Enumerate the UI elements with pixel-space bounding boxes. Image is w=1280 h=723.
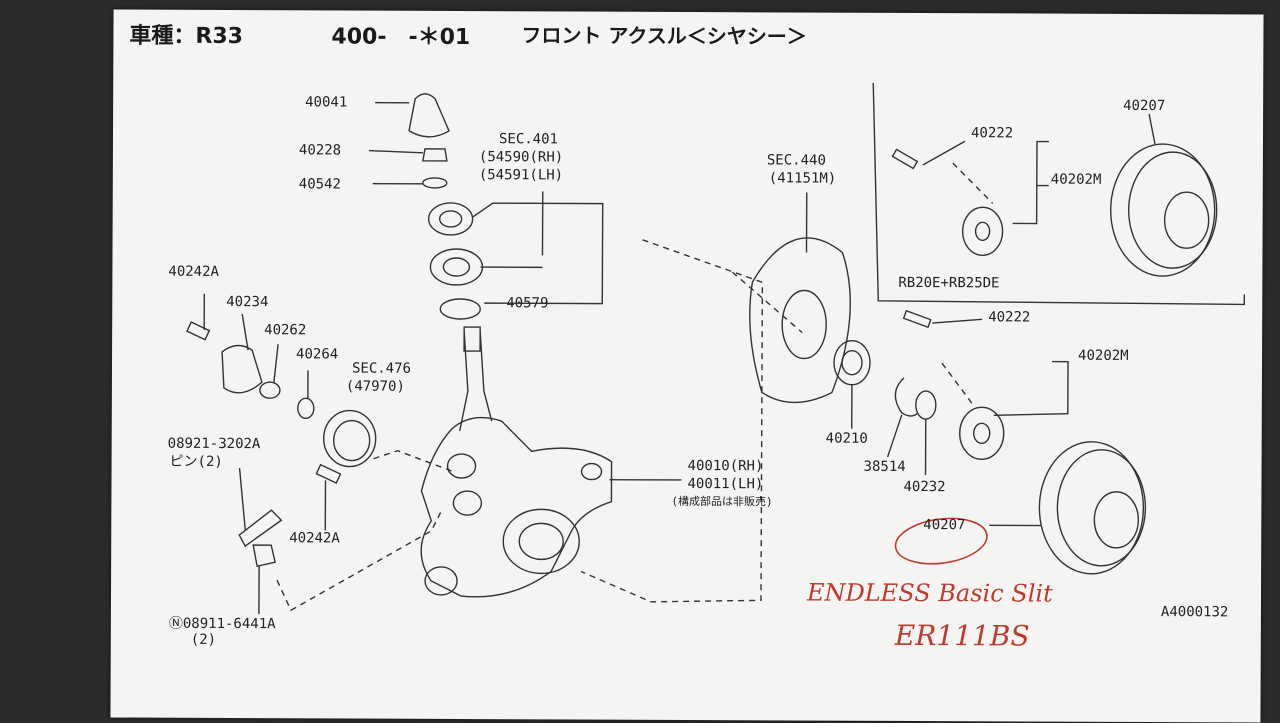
label-doc-id: A4000132 — [1161, 604, 1229, 620]
label-40041: 40041 — [305, 94, 347, 110]
label-40262: 40262 — [264, 322, 306, 338]
label-40542: 40542 — [299, 176, 341, 192]
label-40207: 40207 — [923, 517, 965, 533]
label-40202m: 40202M — [1078, 348, 1129, 364]
label-40011: 40011(LH) — [687, 476, 763, 492]
label-pin: ピン(2) — [170, 454, 223, 470]
label-40010: 40010(RH) — [688, 458, 764, 474]
label-sec440: SEC.440 — [767, 152, 826, 168]
handwritten-note-part-number: ER111BS — [895, 619, 1030, 653]
parts-diagram-sheet: 車種：R33 400- -＊01 フロント アクスル＜シヤシー＞ — [110, 9, 1263, 722]
label-40579: 40579 — [506, 295, 548, 311]
label-40202m-inset: 40202M — [1051, 172, 1102, 188]
handwritten-circle-40207 — [110, 9, 1263, 722]
label-08911-qty: (2) — [191, 632, 216, 648]
label-40222: 40222 — [988, 309, 1030, 325]
label-40242a-top: 40242A — [168, 264, 219, 280]
label-sec401: SEC.401 — [499, 131, 558, 147]
label-engine: RB20E+RB25DE — [898, 275, 999, 291]
label-not-sold: (構成部品は非販売) — [671, 494, 772, 510]
label-41151m: (41151M) — [769, 170, 837, 186]
label-38514: 38514 — [864, 459, 906, 475]
label-40264: 40264 — [296, 346, 338, 362]
label-sec476: SEC.476 — [352, 361, 411, 377]
label-40222-inset: 40222 — [971, 125, 1013, 141]
label-08911: Ⓝ08911-6441A — [169, 616, 276, 632]
label-47970: (47970) — [346, 379, 405, 395]
label-40242a-mid: 40242A — [289, 530, 340, 546]
label-40232: 40232 — [903, 479, 945, 495]
handwritten-note-brand: ENDLESS Basic Slit — [807, 579, 1053, 608]
label-54591: (54591(LH) — [479, 167, 563, 183]
label-40207-inset: 40207 — [1123, 98, 1165, 114]
label-40210: 40210 — [826, 431, 868, 447]
label-54590: (54590(RH) — [479, 149, 563, 165]
label-40234: 40234 — [226, 294, 268, 310]
label-40228: 40228 — [299, 142, 341, 158]
label-08921: 08921-3202A — [168, 436, 261, 452]
